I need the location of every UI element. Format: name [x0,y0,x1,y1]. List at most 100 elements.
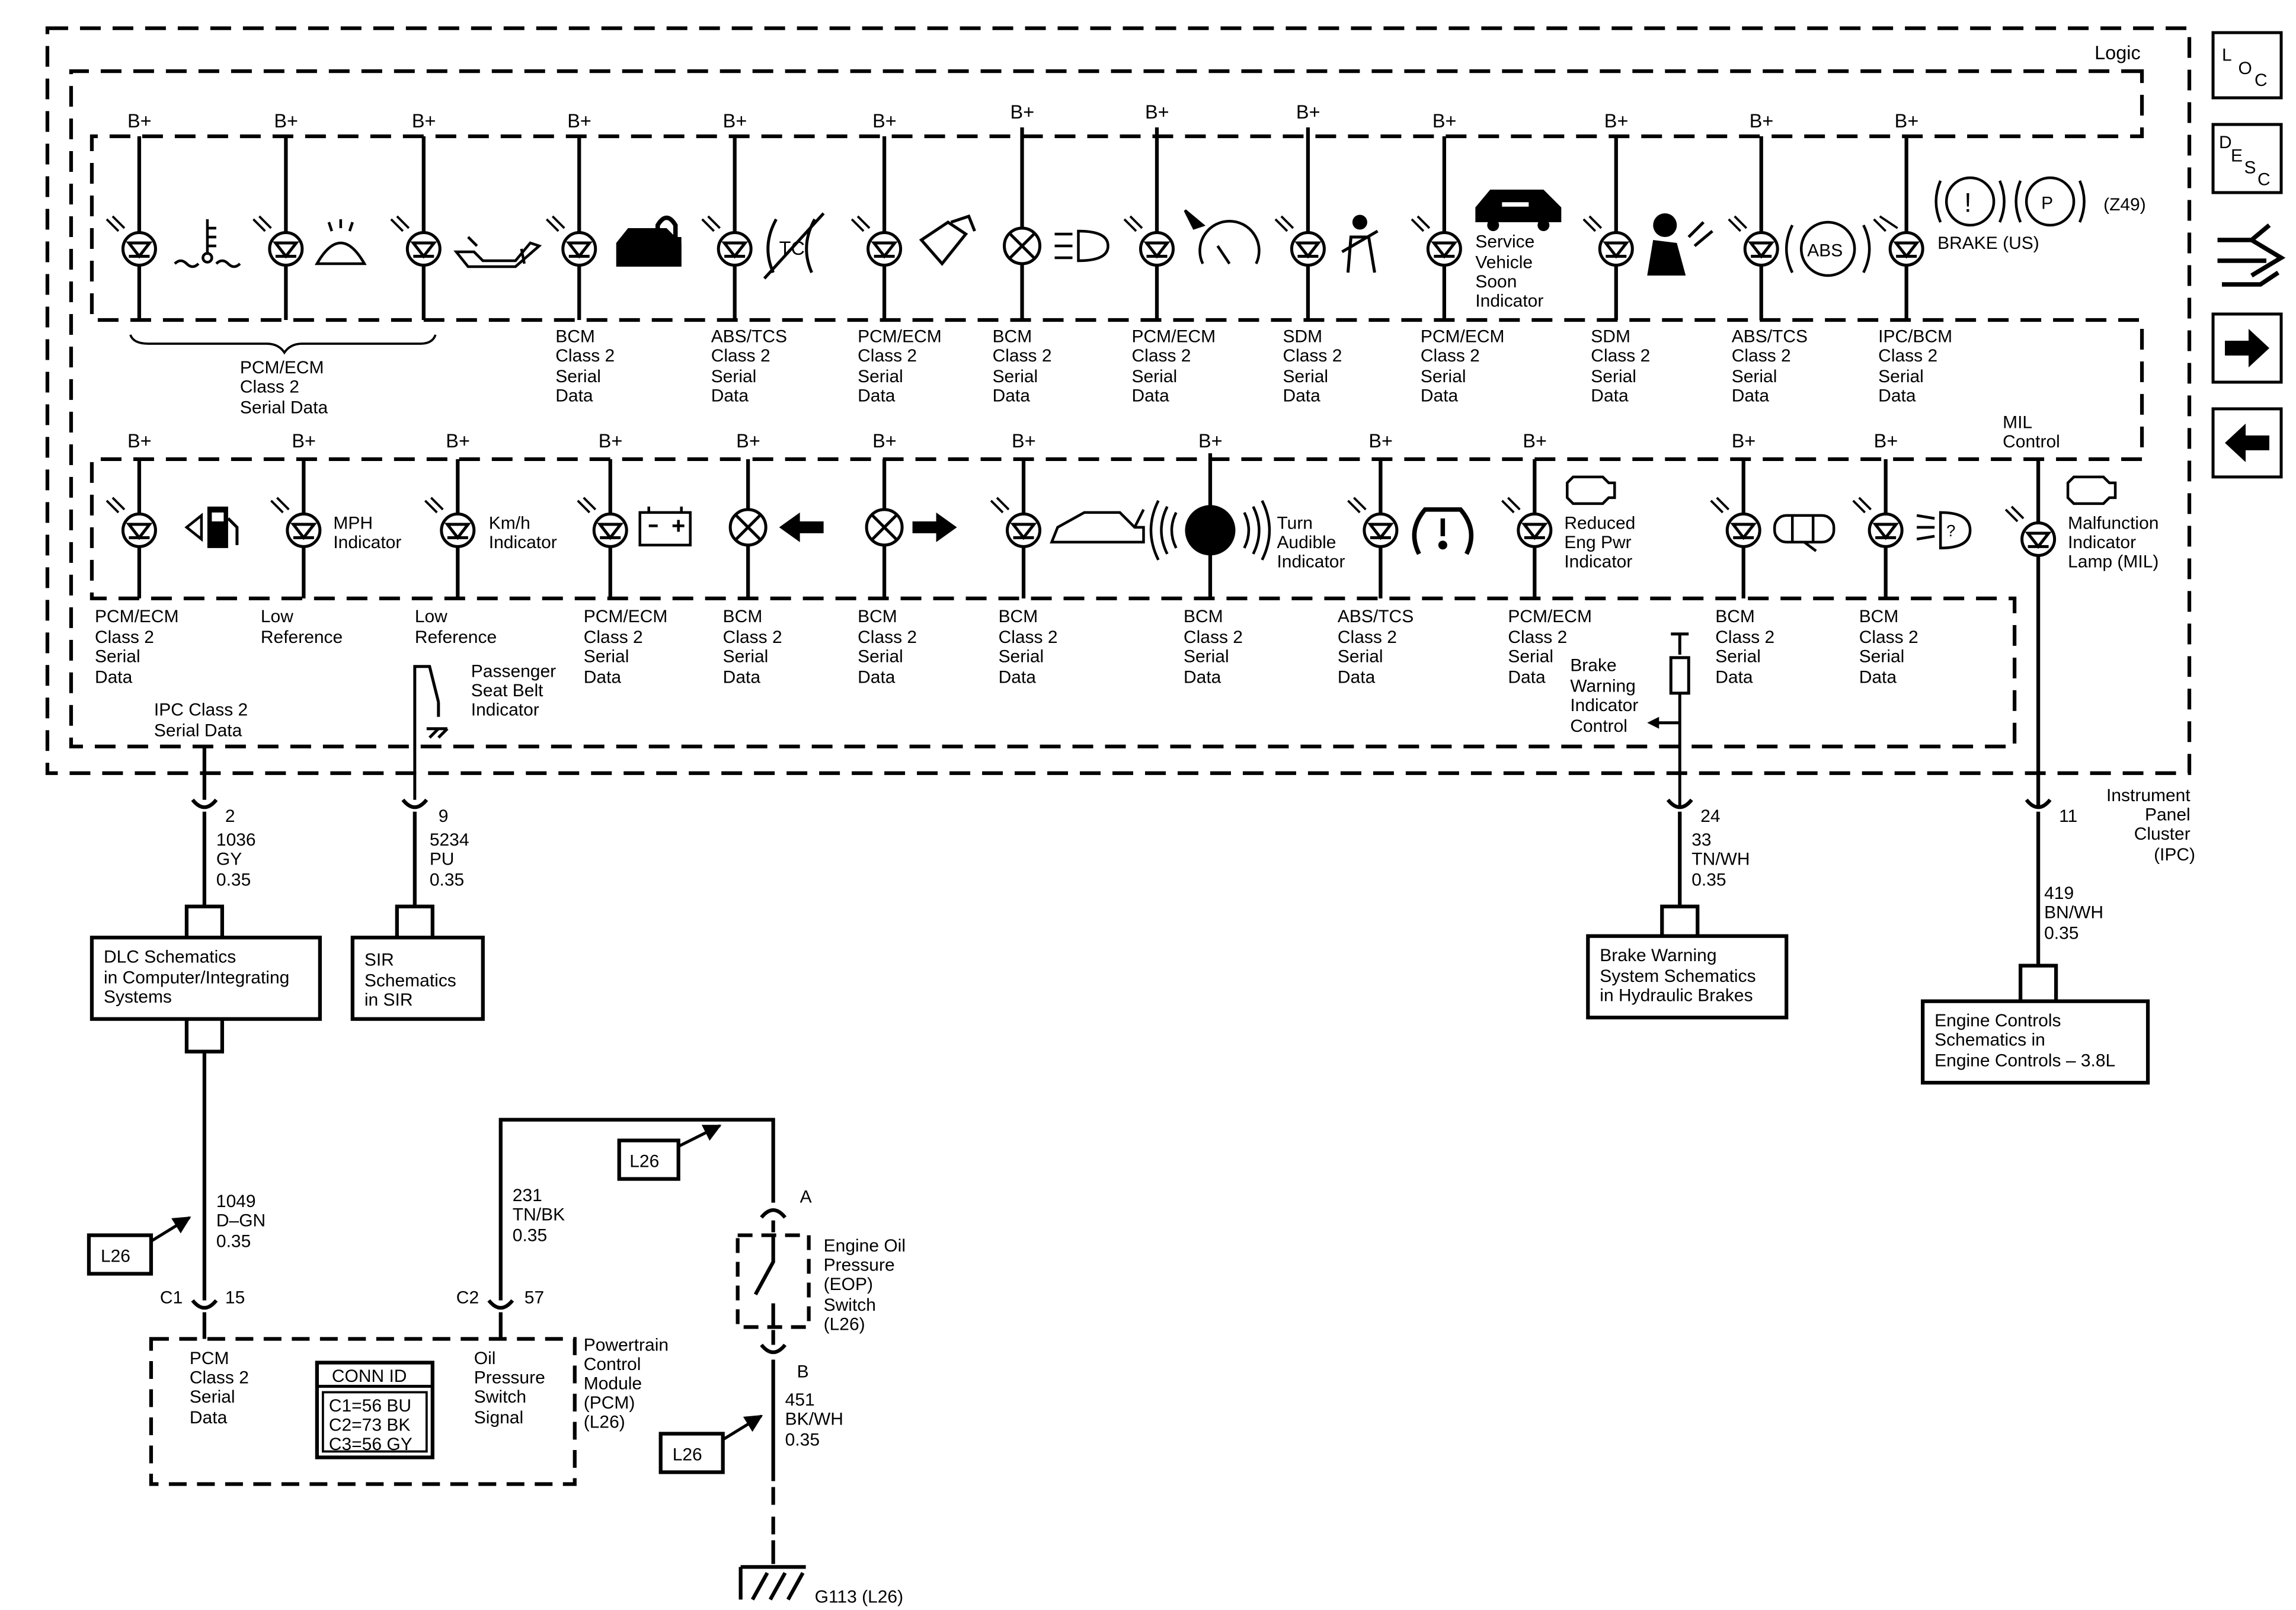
led-icon [1363,512,1399,548]
bplus-label: B+ [872,110,897,132]
svg-text:P: P [2041,194,2053,213]
led-icon [717,231,753,267]
loc-button[interactable]: L O C [2211,31,2283,100]
led-icon [121,512,157,548]
bplus-label: B+ [1368,430,1393,452]
led-icon [121,231,157,267]
brake-warning-icon: ! [1934,176,2006,227]
bplus-label: B+ [1012,430,1036,452]
l26-option-1049[interactable]: L26 [87,1216,191,1276]
turn-left-arrow-icon [779,512,824,542]
brake-us-label: BRAKE (US) [1937,233,2039,253]
top-row-wires [137,127,1908,320]
c1-label: C1 [160,1288,183,1308]
cruise-speed-icon [1184,209,1261,265]
bplus-label: B+ [127,110,152,132]
bplus-label: B+ [1296,101,1320,123]
security-lock-icon [616,215,682,267]
led-icon [405,231,442,267]
loc-letter-1: L [2222,46,2232,65]
module-boundaries [45,26,2192,775]
led-icon [1743,231,1779,267]
led-icon [1426,231,1462,267]
arrow-left-icon [2225,423,2270,462]
desc-letter-1: D [2219,133,2232,152]
ipc-outer-boundary [45,26,2192,775]
mil-control-label: MIL Control [2003,412,2060,451]
ipc-connectors [184,746,2058,1001]
wiring-path-button[interactable] [2217,223,2286,287]
loc-letter-2: O [2239,59,2252,78]
led-icon [592,512,628,548]
door-ajar-icon [1773,514,1835,552]
washer-fluid-icon [314,219,367,265]
led-icon [286,512,322,548]
eop-switch-contact [753,1235,775,1327]
next-button[interactable] [2211,312,2283,384]
emission-arrows-top [105,215,1898,232]
conn-id-c1: C1=56 BU [329,1396,411,1416]
service-vehicle-icon [1475,190,1562,231]
nav-panel: L O C D E S C [2211,31,2286,479]
pcm-group-label: PCM/ECM Class 2 Serial Data [240,358,329,417]
coolant-temp-icon [174,219,241,268]
bplus-label: B+ [599,430,623,452]
led-icon [1290,231,1326,267]
led-icon [2020,521,2057,557]
bplus-label: B+ [736,430,760,452]
desc-letter-3: S [2244,158,2256,178]
chime-icon [1185,505,1236,556]
bplus-label: B+ [567,110,591,132]
led-icon [561,231,597,267]
led-symbols-bottom [121,505,2057,557]
pin11-label: 11 [2059,806,2077,826]
led-icon [440,512,476,548]
abs-icon: ABS [1785,220,1871,277]
headlamp-check-icon: ? [1916,511,1972,550]
bplus-label: B+ [1432,110,1457,132]
svg-text:L26: L26 [101,1247,130,1266]
top-row: B+ B+ B+ B+ B+ B+ B+ B+ B+ B+ B+ B+ B+ [105,101,2146,452]
desc-letter-4: C [2257,170,2271,190]
brake-warning-control-label: Brake Warning Indicator Control [1570,655,1643,735]
conn-id-table: CONN ID C1=56 BU C2=73 BK C3=56 GY [315,1361,434,1459]
bplus-label: B+ [1750,110,1774,132]
bplus-label: B+ [292,430,316,452]
battery-icon [638,506,692,547]
emission-arrows-bottom [105,497,2025,523]
desc-button[interactable]: D E S C [2211,123,2283,194]
l26-option-451[interactable]: L26 [658,1414,763,1474]
c2-label: C2 [456,1288,479,1308]
control-arrow-icon [1647,716,1659,729]
eop-pin-a-label: A [800,1188,812,1207]
bplus-label: B+ [1523,430,1547,452]
bplus-label: B+ [1604,110,1629,132]
led-icon [1725,512,1761,548]
loc-letter-3: C [2255,71,2268,90]
previous-button[interactable] [2211,407,2283,479]
l26-option-231[interactable]: L26 [617,1124,722,1181]
led-icon [1517,512,1553,548]
bulb-icon [865,508,904,547]
